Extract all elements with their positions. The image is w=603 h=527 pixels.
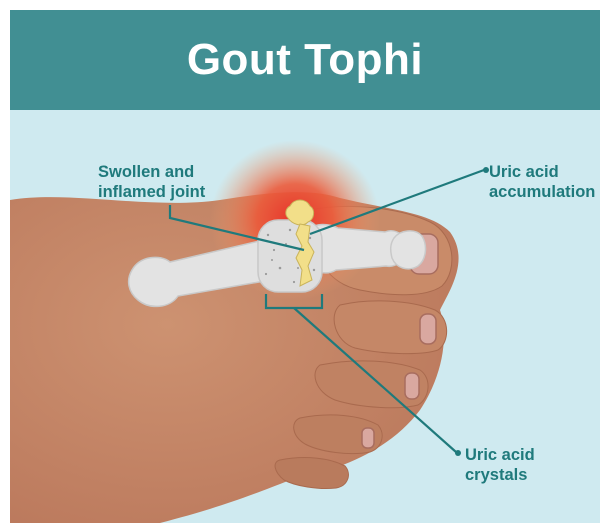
leader-crystals-end: [455, 450, 461, 456]
distal-phalanx: [391, 231, 426, 269]
diagram-area: Swollen and inflamed joint Uric acid acc…: [10, 110, 600, 523]
label-swollen-joint: Swollen and inflamed joint: [98, 162, 205, 202]
page-title: Gout Tophi: [187, 35, 423, 85]
label-swollen-line2: inflamed joint: [98, 182, 205, 202]
toenail-3: [405, 373, 419, 399]
title-banner: Gout Tophi: [10, 10, 600, 110]
label-uric-acid-crystals: Uric acid crystals: [465, 445, 535, 485]
label-swollen-line1: Swollen and: [98, 162, 205, 182]
toe-5: [275, 458, 348, 489]
label-accum-line1: Uric acid: [489, 162, 595, 182]
illustration-frame: Gout Tophi: [10, 10, 600, 523]
label-uric-acid-accumulation: Uric acid accumulation: [489, 162, 595, 202]
label-crystals-line1: Uric acid: [465, 445, 535, 465]
label-accum-line2: accumulation: [489, 182, 595, 202]
label-crystals-line2: crystals: [465, 465, 535, 485]
toenail-2: [420, 314, 436, 344]
toenail-4: [362, 428, 374, 448]
